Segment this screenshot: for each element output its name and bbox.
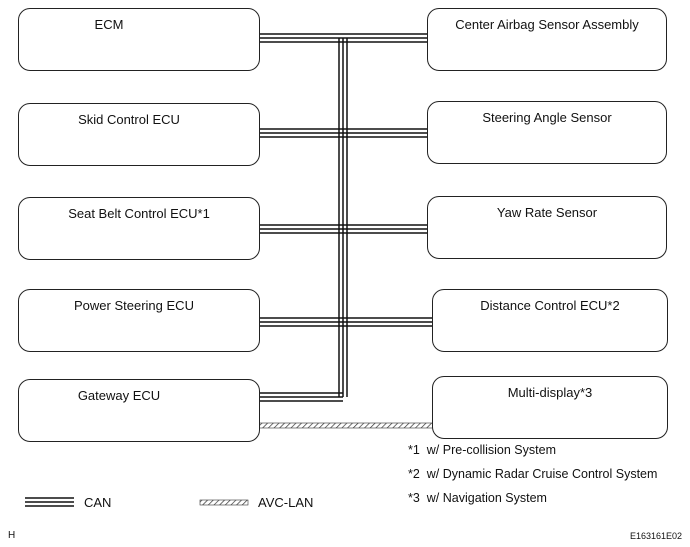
legend-can-label: CAN <box>84 495 112 510</box>
footnote-3-mark: *3 <box>408 491 420 505</box>
avc-lan-line <box>258 422 434 429</box>
center-airbag-sensor-box: Center Airbag Sensor Assembly <box>427 8 667 71</box>
can-trunk <box>338 38 348 397</box>
multi-display-label: Multi-display*3 <box>507 385 593 400</box>
can-branch-ecm <box>260 33 427 43</box>
power-steering-ecu-box: Power Steering ECU <box>18 289 260 352</box>
center-airbag-sensor-label: Center Airbag Sensor Assembly <box>455 17 639 32</box>
ecm-label: ECM <box>94 17 124 32</box>
yaw-rate-sensor-box: Yaw Rate Sensor <box>427 196 667 259</box>
skid-control-ecu-box: Skid Control ECU <box>18 103 260 166</box>
figure-id: E163161E02 <box>630 531 683 541</box>
footnote-2-text: w/ Dynamic Radar Cruise Control System <box>426 467 658 481</box>
can-branch-seatbelt <box>260 224 427 234</box>
can-branch-gateway <box>260 392 343 402</box>
gateway-ecu-box: Gateway ECU <box>18 379 260 442</box>
steering-angle-sensor-label: Steering Angle Sensor <box>482 110 612 125</box>
footnote-3-text: w/ Navigation System <box>426 491 547 505</box>
distance-control-ecu-label: Distance Control ECU*2 <box>480 298 620 313</box>
distance-control-ecu-box: Distance Control ECU*2 <box>432 289 668 352</box>
multi-display-box: Multi-display*3 <box>432 376 668 439</box>
can-branch-skid <box>260 128 427 138</box>
footnote-1-mark: *1 <box>408 443 420 457</box>
steering-angle-sensor-box: Steering Angle Sensor <box>427 101 667 164</box>
yaw-rate-sensor-label: Yaw Rate Sensor <box>496 205 598 220</box>
legend-can-line <box>25 497 74 507</box>
skid-control-ecu-label: Skid Control ECU <box>78 112 180 127</box>
ecm-box: ECM <box>18 8 260 71</box>
seat-belt-control-ecu-label: Seat Belt Control ECU*1 <box>68 206 210 221</box>
can-branch-power-steering <box>260 317 432 327</box>
footnote-1: *1 w/ Pre-collision System <box>408 443 556 457</box>
corner-mark: H <box>8 530 16 541</box>
power-steering-ecu-label: Power Steering ECU <box>74 298 194 313</box>
footnote-1-text: w/ Pre-collision System <box>426 443 556 457</box>
seat-belt-control-ecu-box: Seat Belt Control ECU*1 <box>18 197 260 260</box>
legend-avc-line <box>199 499 249 506</box>
footnote-2-mark: *2 <box>408 467 420 481</box>
legend-avc-label: AVC-LAN <box>258 495 314 510</box>
footnote-2: *2 w/ Dynamic Radar Cruise Control Syste… <box>408 467 657 481</box>
can-bus <box>260 33 432 402</box>
footnote-3: *3 w/ Navigation System <box>408 491 547 505</box>
gateway-ecu-label: Gateway ECU <box>77 388 161 403</box>
